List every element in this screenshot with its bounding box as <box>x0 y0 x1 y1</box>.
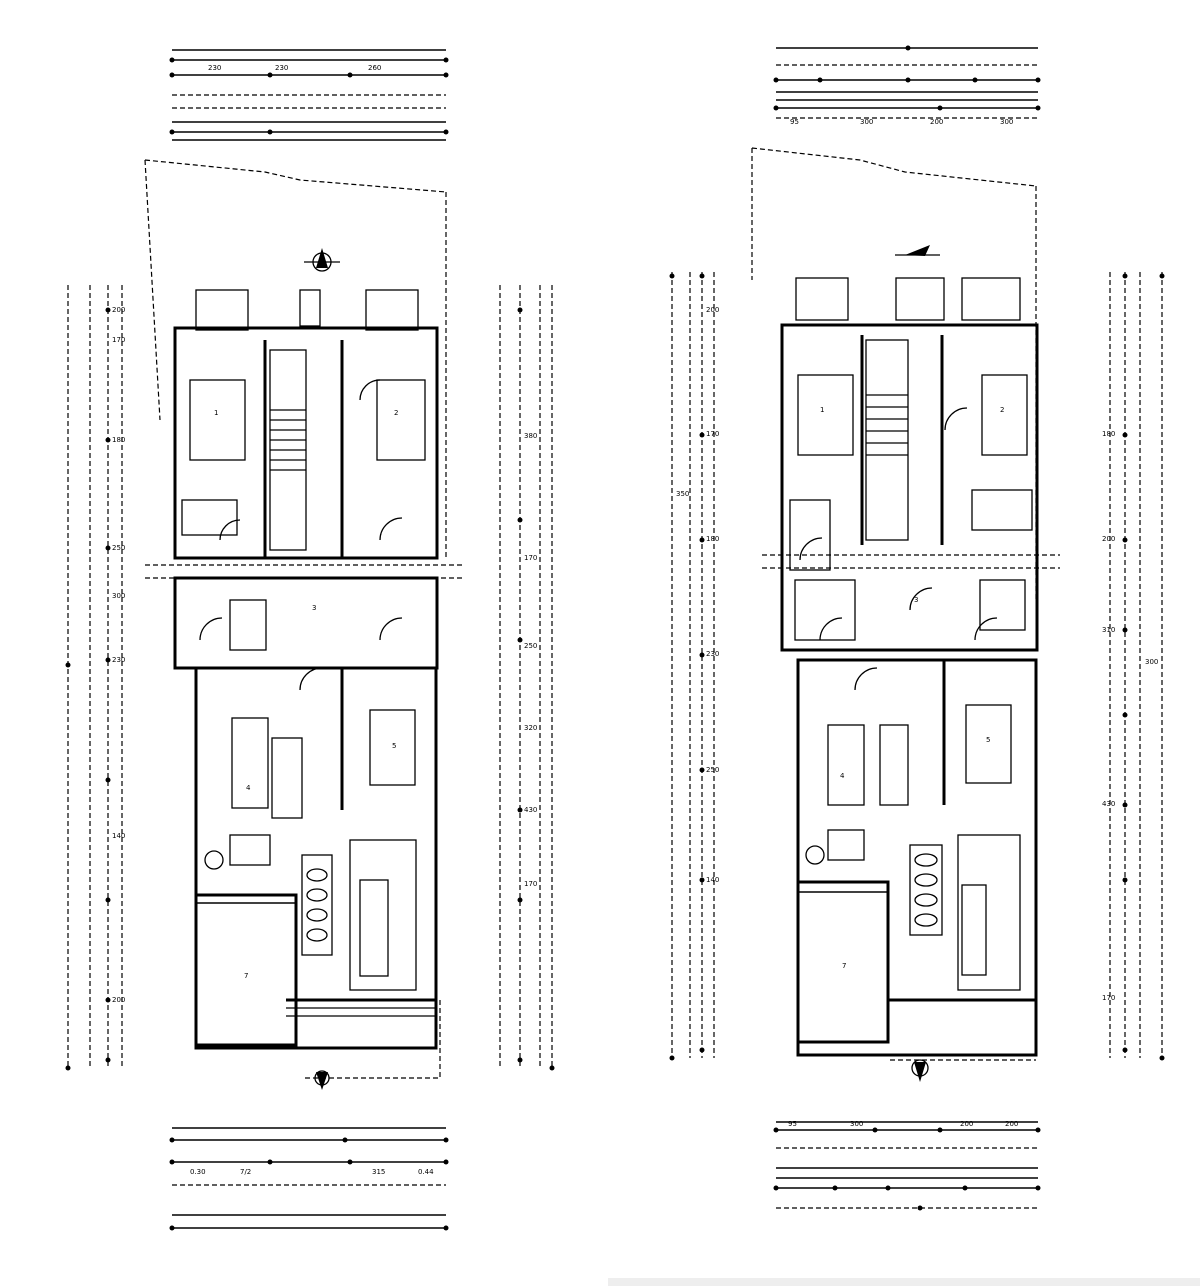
door-swing-icon <box>799 407 998 691</box>
dim-right-6: 170 <box>524 880 537 888</box>
north-arrow-icon <box>304 248 340 272</box>
site-boundary <box>144 159 465 1079</box>
dim-right-3: 250 <box>524 642 537 650</box>
dim-left-6: 230 <box>112 656 125 664</box>
dim-bottom-1: 0.30 <box>190 1168 206 1176</box>
dim-right-3: 200 <box>1102 535 1115 543</box>
room-tag-bedroom-2: 2 <box>1000 406 1004 414</box>
dim-right-4: 320 <box>524 724 537 732</box>
dim-right-5: 430 <box>524 806 537 814</box>
dim-left-1: 200 <box>112 306 125 314</box>
dim-bottom-1: 95 <box>788 1120 797 1128</box>
dim-right-1: 380 <box>524 432 537 440</box>
room-tag-living: 3 <box>312 604 316 612</box>
dim-left-8: 200 <box>112 996 125 1004</box>
dim-left-3: 170 <box>706 430 719 438</box>
dim-right-6: 170 <box>1102 994 1115 1002</box>
right-side-dimension-chain: 380 170 250 320 430 170 <box>499 285 555 1071</box>
dim-top-sub-3: 200 <box>930 118 943 126</box>
room-tag-garage: 7 <box>244 972 248 980</box>
dim-right-2: 170 <box>524 554 537 562</box>
dim-left-4: 250 <box>112 544 125 552</box>
dim-right-4: 310 <box>1102 626 1115 634</box>
dim-bottom-2: 7/2 <box>240 1168 251 1176</box>
dim-bottom-4: 0.44 <box>418 1168 434 1176</box>
dim-top-sub-4: 300 <box>1000 118 1013 126</box>
dim-left-6: 250 <box>706 766 719 774</box>
dim-left-2: 170 <box>112 336 125 344</box>
top-dimension-chain: 95 300 200 300 <box>773 45 1041 126</box>
dim-right-1: 300 <box>1145 658 1158 666</box>
dim-bottom-3: 315 <box>372 1168 385 1176</box>
stair-icon <box>269 349 307 551</box>
top-dimension-chain: 230 230 260 <box>169 49 449 141</box>
dim-bottom-2: 300 <box>850 1120 863 1128</box>
dim-left-1: 350 <box>676 490 689 498</box>
left-side-dimension-chain: 200 170 180 250 300 230 140 200 <box>65 285 125 1071</box>
room-tag-bedroom-1: 1 <box>820 406 824 414</box>
dim-top-sub-1: 95 <box>790 118 799 126</box>
dim-left-7: 140 <box>706 876 719 884</box>
dim-bottom-3: 200 <box>960 1120 973 1128</box>
right-floor-plan: 95 300 200 300 <box>669 45 1165 1211</box>
room-tag-living: 3 <box>914 596 918 604</box>
dim-left-7: 140 <box>112 832 125 840</box>
footer-bar <box>608 1278 1200 1286</box>
dim-left-4: 180 <box>706 535 719 543</box>
room-tag-bath: 4 <box>840 772 845 780</box>
dim-right-2: 180 <box>1102 430 1115 438</box>
dim-top-sub-2: 230 <box>275 64 288 72</box>
bottom-dimension-chain: 0.30 7/2 315 0.44 <box>169 1127 449 1231</box>
room-tag-bedroom-3: 5 <box>986 736 990 744</box>
north-arrow-icon <box>895 245 940 256</box>
room-tag-garage: 7 <box>842 962 846 970</box>
dim-left-2: 200 <box>706 306 719 314</box>
dim-bottom-4: 200 <box>1005 1120 1018 1128</box>
bottom-dimension-chain: 95 300 200 200 <box>773 1120 1041 1211</box>
left-floor-plan: 230 230 260 <box>65 49 555 1231</box>
room-tag-bedroom-3: 5 <box>392 742 396 750</box>
dim-top-sub-2: 300 <box>860 118 873 126</box>
dim-left-5: 300 <box>112 592 125 600</box>
entrance-arrow-icon <box>314 1070 330 1090</box>
dim-top-sub-1: 230 <box>208 64 221 72</box>
dim-left-5: 230 <box>706 650 719 658</box>
room-tag-bedroom-1: 1 <box>214 409 218 417</box>
entrance-arrow-icon <box>911 1059 929 1082</box>
stair-icon <box>865 339 909 541</box>
room-tag-bath: 4 <box>246 784 251 792</box>
room-tag-bedroom-2: 2 <box>394 409 398 417</box>
dim-left-3: 180 <box>112 436 125 444</box>
right-side-dimension-chain: 300 180 200 310 430 170 <box>1102 272 1165 1061</box>
left-side-dimension-chain: 350 200 170 180 230 250 140 <box>669 272 719 1061</box>
dim-top-sub-3: 260 <box>368 64 381 72</box>
dim-right-5: 430 <box>1102 800 1115 808</box>
